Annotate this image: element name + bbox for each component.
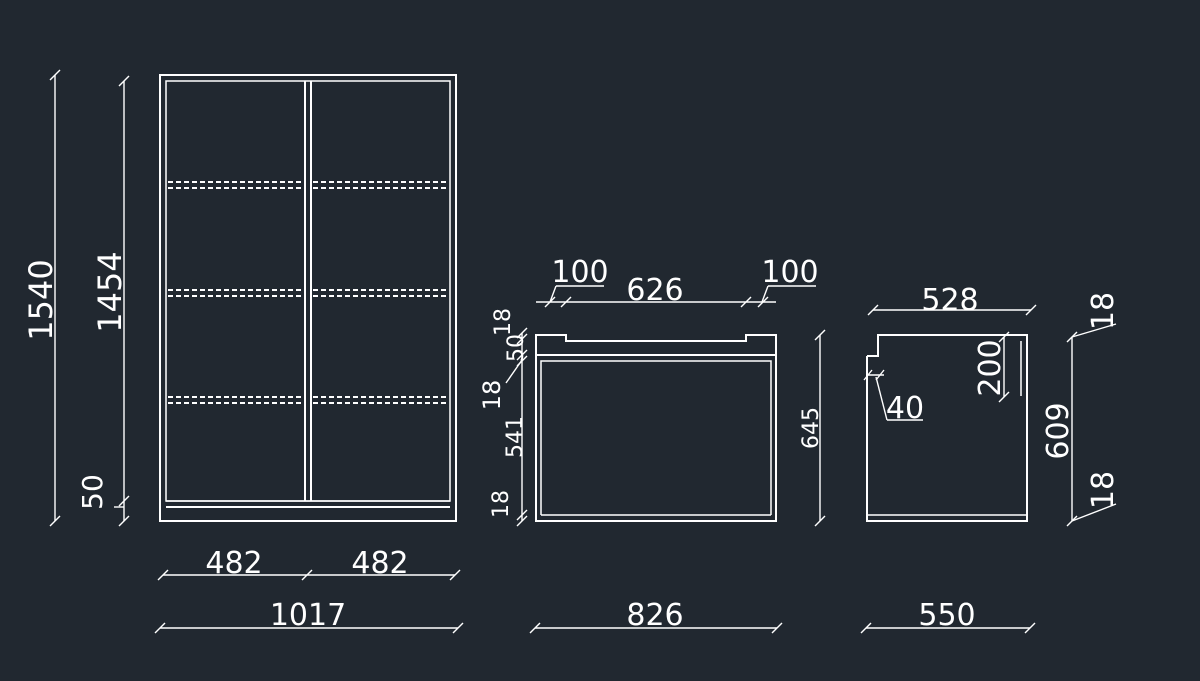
side-view-elevation: 528 40 200 18 609 18 550 [860,283,1121,634]
dim-text-front-total-width: 826 [626,598,683,633]
front-cabinet-inner [540,360,772,515]
front-cabinet-outer [535,354,777,522]
front-view-elevation: 100 626 100 18 50 18 541 18 645 826 [478,255,826,634]
dim-text-front-inner-height: 541 [503,416,528,458]
front-top-board [535,334,777,355]
dim-text-door-right: 482 [351,546,408,581]
dim-text-front-top-thickness: 18 [491,308,516,336]
dim-text-side-height: 609 [1041,402,1076,459]
dim-text-door-left: 482 [205,546,262,581]
dim-text-side-inner-width: 528 [921,283,978,318]
wardrobe-shelves [168,181,448,404]
dim-text-side-rail-height: 200 [973,339,1008,396]
dim-text-side-step-width: 40 [886,391,924,426]
dim-text-side-total-width: 550 [918,598,975,633]
dim-text-total-width: 1017 [270,598,346,633]
dim-text-side-bottom-thickness: 18 [1086,471,1121,509]
side-cabinet-outline [866,334,1028,522]
dim-text-front-total-height: 645 [799,407,824,449]
dim-text-inner-height: 1454 [91,251,129,332]
dim-text-total-height: 1540 [22,259,60,340]
dim-text-front-board-thickness: 18 [478,380,506,411]
dim-text-front-right-offset: 100 [761,255,818,290]
dim-text-front-bottom-thickness: 18 [489,490,514,518]
dim-text-base-height: 50 [76,474,109,510]
dim-text-front-inner-width: 626 [626,273,683,308]
wardrobe-outer-frame [159,74,457,522]
dim-text-side-top-thickness: 18 [1086,292,1121,330]
wardrobe-elevation: 1540 1454 50 482 482 1017 [22,69,464,634]
dim-text-front-left-offset: 100 [551,255,608,290]
dim-text-front-rail-height: 50 [504,334,529,362]
